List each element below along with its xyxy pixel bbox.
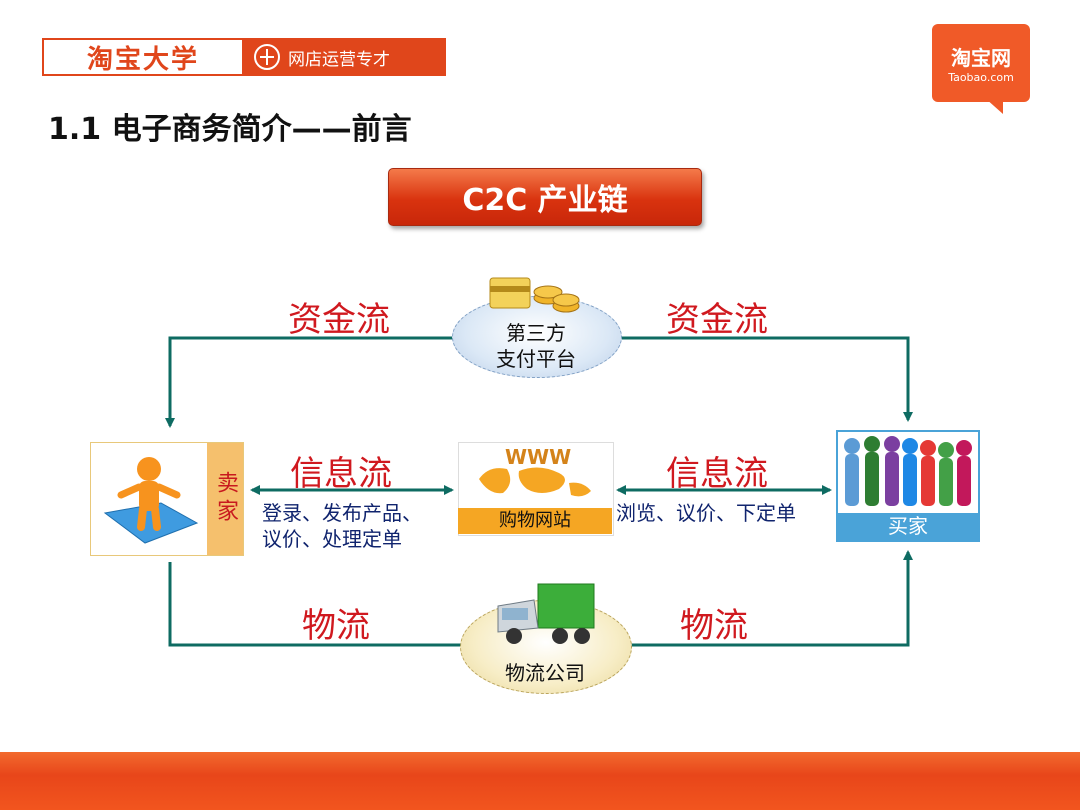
logistics-flow-right-line xyxy=(625,550,913,647)
logistics-company-label: 物流公司 xyxy=(505,661,585,685)
chain-title: C2C 产业链 xyxy=(388,168,702,226)
page-title: 1.1 电子商务简介——前言 xyxy=(48,112,412,147)
brand-subtitle-area: 网店运营专才 xyxy=(244,40,444,74)
money-flow-label-right: 资金流 xyxy=(666,300,768,340)
logistics-flow-label-left: 物流 xyxy=(302,606,370,646)
globe-icon xyxy=(254,44,280,70)
buyer-actions: 浏览、议价、下定单 xyxy=(616,501,796,525)
shopping-site-label: 购物网站 xyxy=(458,508,612,534)
bottom-bar xyxy=(0,752,1080,810)
seller-actions: 登录、发布产品、 议价、处理定单 xyxy=(262,500,422,552)
seller-actions-line2: 议价、处理定单 xyxy=(262,527,402,551)
seller-figure-icon xyxy=(103,457,199,544)
brand-subtitle: 网店运营专才 xyxy=(288,49,390,70)
buyer-crowd-icon xyxy=(844,436,972,506)
buyer-label: 买家 xyxy=(838,513,978,540)
payment-platform-node xyxy=(452,296,622,378)
seller-figure xyxy=(91,443,207,555)
money-flow-left-line xyxy=(165,336,455,428)
coins-card-icon xyxy=(489,277,580,313)
brand-banner: 淘宝大学 网店运营专才 xyxy=(42,38,446,76)
payment-platform-label: 第三方 支付平台 xyxy=(486,320,586,372)
logistics-flow-label-right: 物流 xyxy=(680,606,748,646)
truck-icon xyxy=(497,583,595,644)
logo-url: Taobao.com xyxy=(948,71,1014,84)
seller-node: 卖家 xyxy=(90,442,244,556)
seller-actions-line1: 登录、发布产品、 xyxy=(262,501,422,525)
info-flow-label-right: 信息流 xyxy=(666,454,768,494)
logo-tail xyxy=(985,98,1003,114)
info-flow-label-left: 信息流 xyxy=(290,454,392,494)
money-flow-label-left: 资金流 xyxy=(288,300,390,340)
world-map-icon xyxy=(479,467,591,497)
www-text: WWW xyxy=(505,445,572,469)
payment-label-line2: 支付平台 xyxy=(496,347,576,371)
brand-name: 淘宝大学 xyxy=(44,40,244,75)
seller-label: 卖家 xyxy=(207,443,243,555)
taobao-logo: 淘宝网 Taobao.com xyxy=(932,24,1030,102)
logistics-flow-left-line xyxy=(168,562,465,647)
money-flow-right-line xyxy=(615,336,913,422)
logo-text: 淘宝网 xyxy=(951,46,1011,70)
payment-label-line1: 第三方 xyxy=(506,321,566,345)
